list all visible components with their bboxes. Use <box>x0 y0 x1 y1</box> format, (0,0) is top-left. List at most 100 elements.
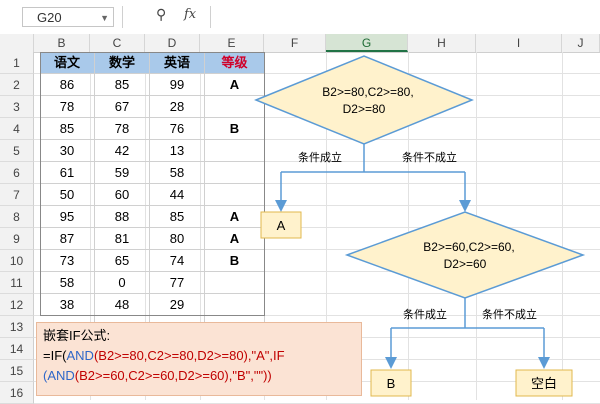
cell-grade[interactable] <box>205 162 265 184</box>
name-box-value: G20 <box>37 10 62 25</box>
cell-english-score[interactable]: 29 <box>150 294 205 316</box>
cell-english-score[interactable]: 76 <box>150 118 205 140</box>
cell-grade[interactable] <box>205 184 265 206</box>
cell-english-score[interactable]: 44 <box>150 184 205 206</box>
cell-grade[interactable] <box>205 140 265 162</box>
row-header[interactable]: 13 <box>0 316 34 338</box>
cell-chinese-score[interactable]: 87 <box>40 228 95 250</box>
cell-grade[interactable]: A <box>205 206 265 228</box>
row-header[interactable]: 2 <box>0 74 34 96</box>
column-header-g[interactable]: G <box>326 34 408 52</box>
cell-chinese-score[interactable]: 85 <box>40 118 95 140</box>
cell-grade[interactable]: B <box>205 250 265 272</box>
cell-math-score[interactable]: 60 <box>95 184 150 206</box>
cell-math-score[interactable]: 59 <box>95 162 150 184</box>
cell-chinese-score[interactable]: 38 <box>40 294 95 316</box>
row-header[interactable]: 7 <box>0 184 34 206</box>
row-header[interactable]: 14 <box>0 338 34 360</box>
row-header[interactable]: 16 <box>0 382 34 404</box>
note-arguments: (B2>=60,C2>=60,D2>=60),"B","")) <box>74 368 272 383</box>
cell-chinese-score[interactable]: 58 <box>40 272 95 294</box>
cell-grade[interactable] <box>205 272 265 294</box>
cell-english-score[interactable]: 85 <box>150 206 205 228</box>
row-header[interactable]: 4 <box>0 118 34 140</box>
cell-grade[interactable] <box>205 96 265 118</box>
note-line-2: (AND(B2>=60,C2>=60,D2>=60),"B","")) <box>43 366 355 386</box>
table-header-math[interactable]: 数学 <box>95 52 150 74</box>
cell-math-score[interactable]: 42 <box>95 140 150 162</box>
column-header-c[interactable]: C <box>90 34 145 52</box>
note-function: AND <box>66 348 94 363</box>
column-header-e[interactable]: E <box>200 34 264 52</box>
column-header-f[interactable]: F <box>264 34 326 52</box>
grid-column-line <box>326 52 327 400</box>
cell-math-score[interactable]: 85 <box>95 74 150 96</box>
select-all-corner[interactable] <box>0 34 34 52</box>
cell-english-score[interactable]: 28 <box>150 96 205 118</box>
decision-2-line-1: B2>=60,C2>=60, <box>423 240 514 254</box>
formula-note: 嵌套IF公式: =IF(AND(B2>=80,C2>=80,D2>=80),"A… <box>36 322 362 396</box>
row-header[interactable]: 9 <box>0 228 34 250</box>
row-header[interactable]: 10 <box>0 250 34 272</box>
cell-english-score[interactable]: 74 <box>150 250 205 272</box>
grid-column-line <box>476 52 477 400</box>
grid-column-line <box>562 52 563 400</box>
cell-chinese-score[interactable]: 95 <box>40 206 95 228</box>
table-header-english[interactable]: 英语 <box>150 52 205 74</box>
cell-grade[interactable]: B <box>205 118 265 140</box>
cell-chinese-score[interactable]: 50 <box>40 184 95 206</box>
decision-1-line-1: B2>=80,C2>=80, <box>322 85 413 99</box>
column-header-b[interactable]: B <box>34 34 90 52</box>
cell-math-score[interactable]: 67 <box>95 96 150 118</box>
table-header-grade[interactable]: 等级 <box>205 52 265 74</box>
decision-2-line-2: D2>=60 <box>444 257 487 271</box>
table-header-chinese[interactable]: 语文 <box>40 52 95 74</box>
row-header[interactable]: 1 <box>0 52 34 74</box>
row-header[interactable]: 3 <box>0 96 34 118</box>
column-header-d[interactable]: D <box>145 34 200 52</box>
row-header[interactable]: 12 <box>0 294 34 316</box>
cell-chinese-score[interactable]: 30 <box>40 140 95 162</box>
cell-math-score[interactable]: 88 <box>95 206 150 228</box>
row-header[interactable]: 8 <box>0 206 34 228</box>
cell-english-score[interactable]: 13 <box>150 140 205 162</box>
column-header-j[interactable]: J <box>562 34 600 52</box>
grid-row-line <box>34 205 600 206</box>
grid-row-line <box>34 315 600 316</box>
cell-english-score[interactable]: 77 <box>150 272 205 294</box>
cell-math-score[interactable]: 0 <box>95 272 150 294</box>
name-box[interactable]: G20 ▼ <box>22 7 114 27</box>
note-title: 嵌套IF公式: <box>43 328 111 343</box>
cell-english-score[interactable]: 99 <box>150 74 205 96</box>
formula-bar: G20 ▼ ⚲ fx <box>0 0 600 35</box>
cell-math-score[interactable]: 65 <box>95 250 150 272</box>
row-header[interactable]: 11 <box>0 272 34 294</box>
column-header-i[interactable]: I <box>476 34 562 52</box>
grid-column-line <box>408 52 409 400</box>
cell-grade[interactable]: A <box>205 74 265 96</box>
result-a-label: A <box>277 218 286 233</box>
cell-grade[interactable]: A <box>205 228 265 250</box>
row-header[interactable]: 6 <box>0 162 34 184</box>
result-blank-label: 空白 <box>531 376 557 391</box>
cell-chinese-score[interactable]: 73 <box>40 250 95 272</box>
row-header[interactable]: 15 <box>0 360 34 382</box>
grid-column-line <box>145 52 146 400</box>
result-b-label: B <box>387 376 396 391</box>
cell-english-score[interactable]: 80 <box>150 228 205 250</box>
cell-chinese-score[interactable]: 61 <box>40 162 95 184</box>
row-header[interactable]: 5 <box>0 140 34 162</box>
magnifier-icon[interactable]: ⚲ <box>156 6 167 22</box>
cell-english-score[interactable]: 58 <box>150 162 205 184</box>
column-header-bar: B C D E F G H I J <box>0 34 600 53</box>
cell-math-score[interactable]: 48 <box>95 294 150 316</box>
fx-icon[interactable]: fx <box>184 7 197 22</box>
cell-math-score[interactable]: 78 <box>95 118 150 140</box>
cell-chinese-score[interactable]: 78 <box>40 96 95 118</box>
column-header-h[interactable]: H <box>408 34 476 52</box>
cell-math-score[interactable]: 81 <box>95 228 150 250</box>
formula-input[interactable] <box>210 6 600 28</box>
cell-grade[interactable] <box>205 294 265 316</box>
chevron-down-icon[interactable]: ▼ <box>100 13 109 23</box>
cell-chinese-score[interactable]: 86 <box>40 74 95 96</box>
